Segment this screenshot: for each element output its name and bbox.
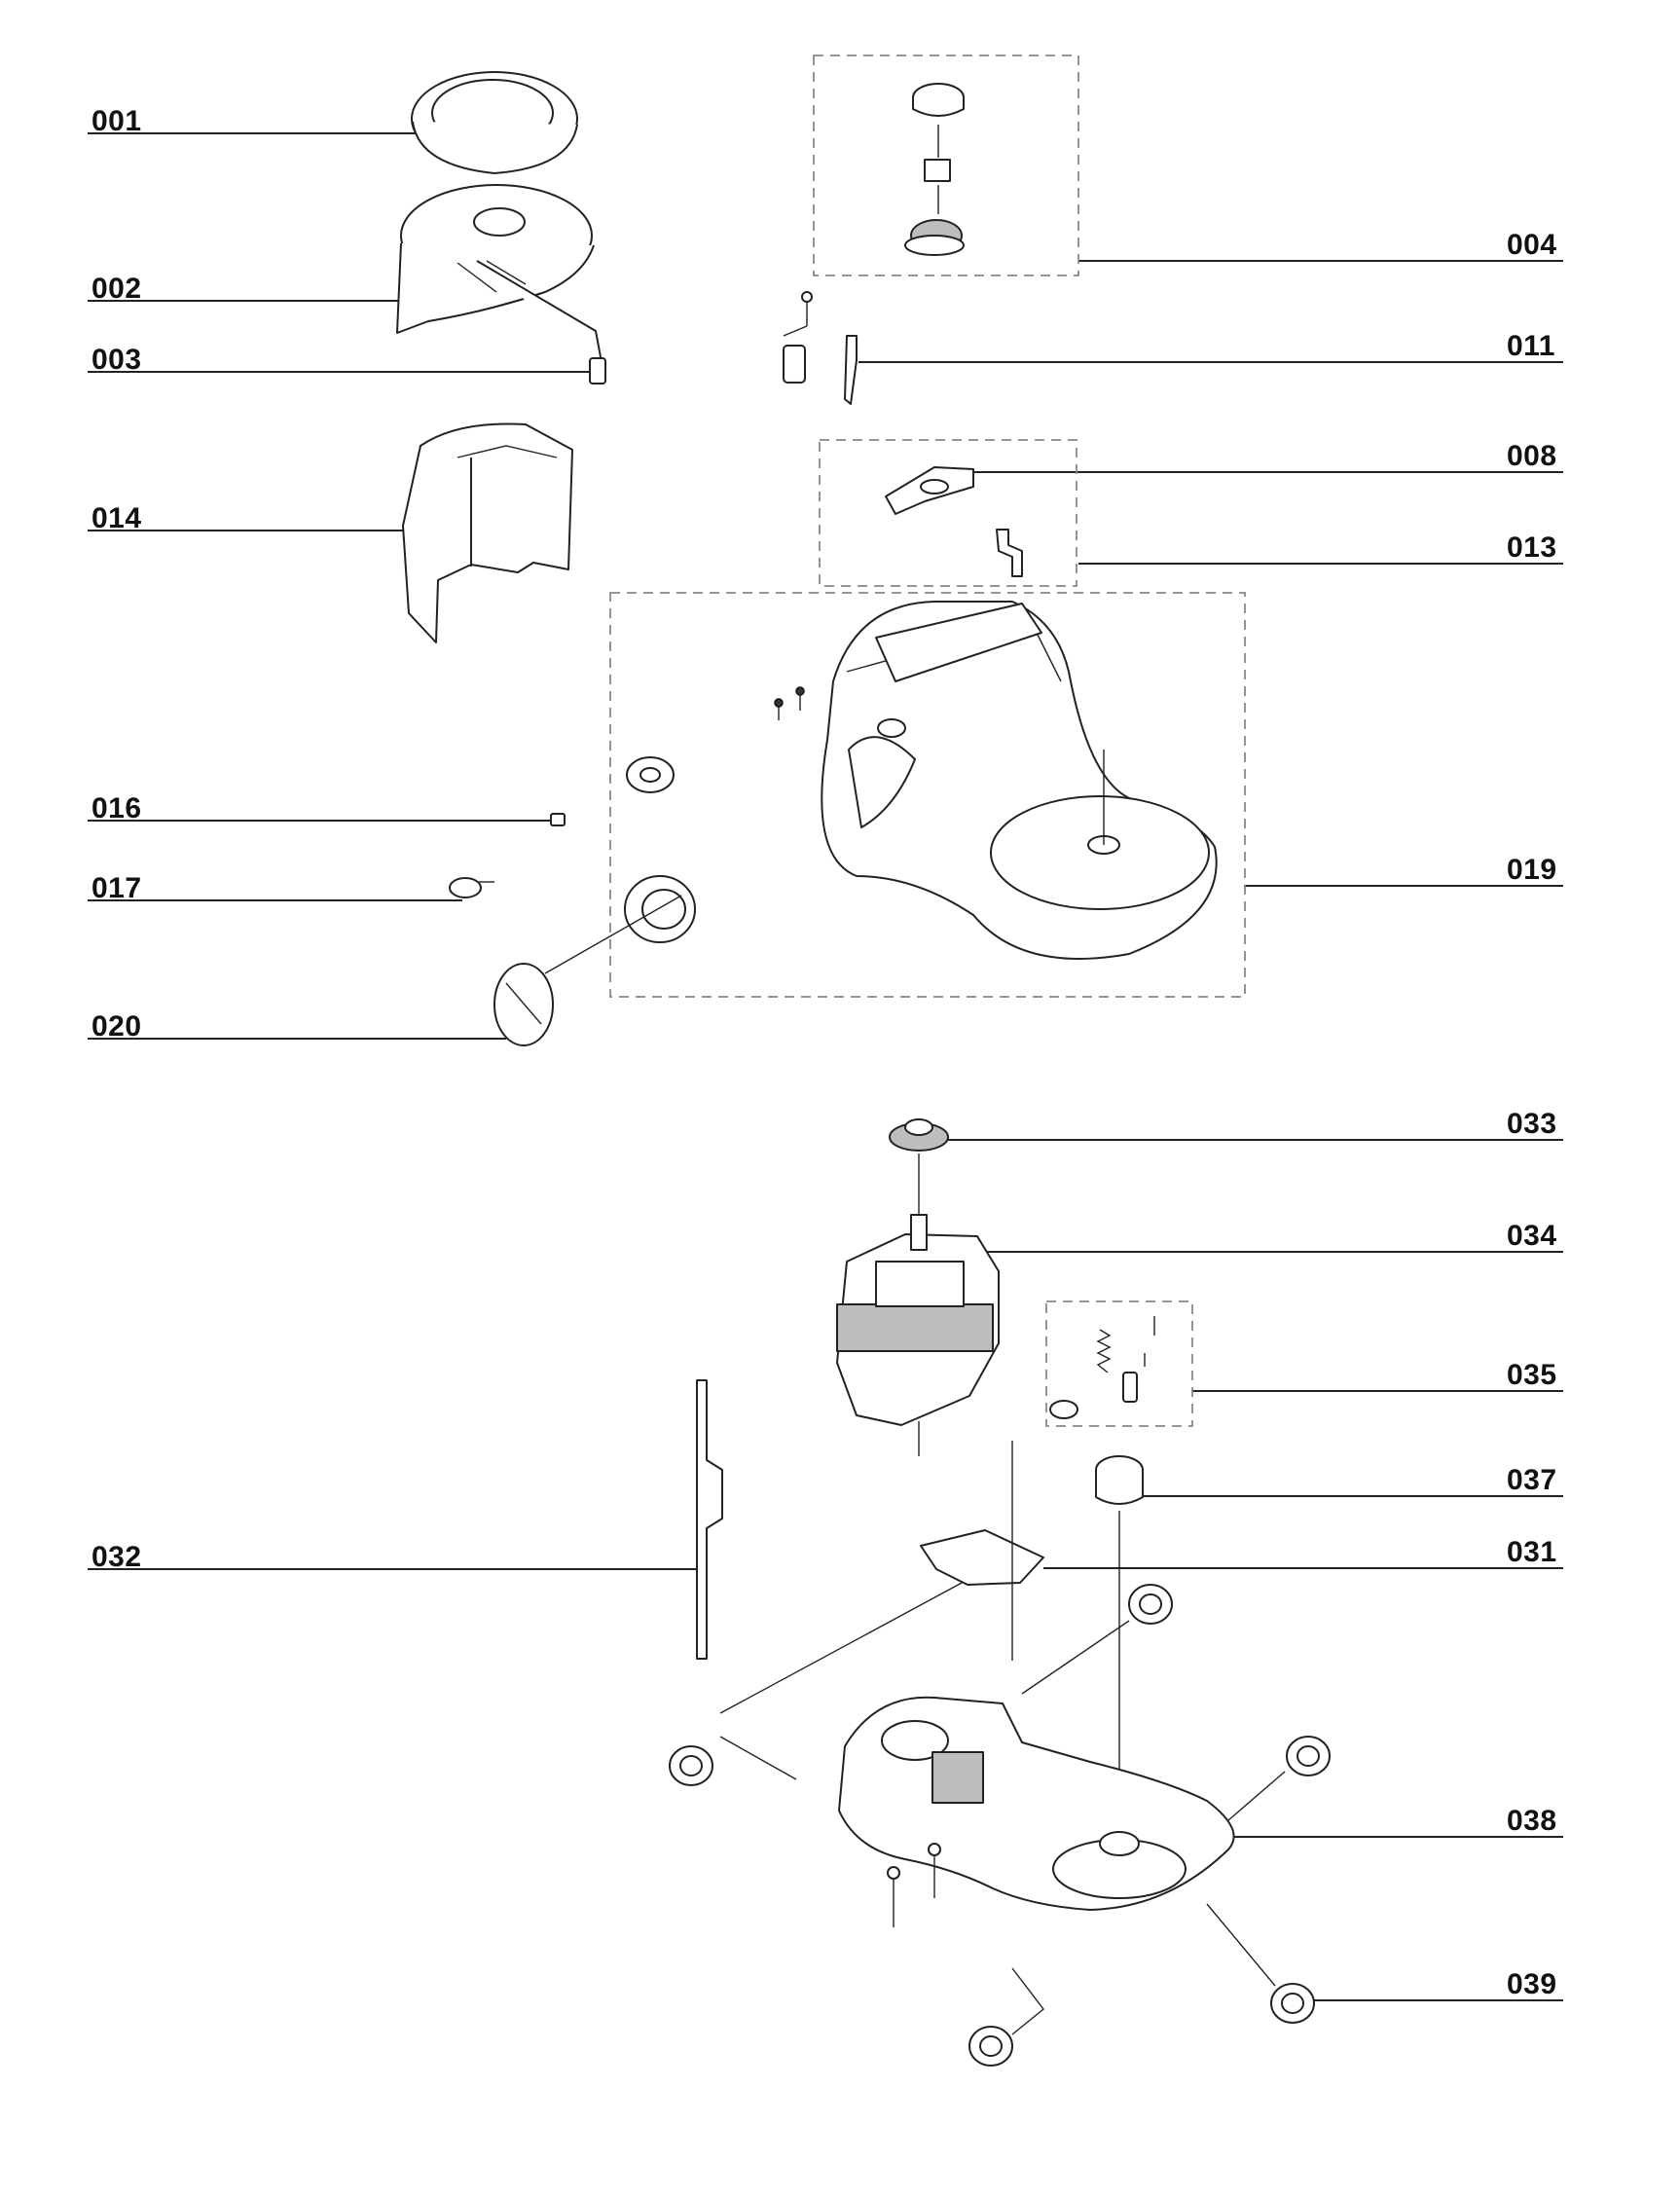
- callout-label-013: 013: [1507, 531, 1557, 564]
- base-screws: [887, 1843, 941, 1927]
- group-boxes: [609, 55, 1246, 1427]
- base-part-038: [838, 1696, 1235, 1911]
- knob-part-020: [493, 963, 554, 1046]
- ring-part: [544, 875, 696, 974]
- feet-part-039: [669, 1584, 1331, 2067]
- lever-part-008: [885, 466, 974, 515]
- switch-group-004: [904, 83, 965, 256]
- callout-label-014: 014: [91, 502, 142, 534]
- callout-label-034: 034: [1507, 1220, 1557, 1252]
- callout-label-038: 038: [1507, 1805, 1557, 1837]
- group-box-019: [609, 592, 1246, 998]
- group-box-035: [1045, 1300, 1193, 1427]
- nut-part-016: [550, 813, 566, 826]
- callout-label-032: 032: [91, 1541, 142, 1573]
- spring-group-035: [1049, 1316, 1155, 1419]
- callout-label-001: 001: [91, 105, 142, 137]
- callout-label-017: 017: [91, 872, 142, 904]
- group-box-004: [813, 55, 1079, 276]
- lid-part-001: [411, 71, 578, 174]
- motor-part-034: [836, 1214, 1000, 1456]
- connector-part-003: [589, 357, 606, 384]
- bushing-part-037: [1095, 1455, 1144, 1793]
- coupler-part-033: [889, 1118, 949, 1217]
- callout-label-035: 035: [1507, 1359, 1557, 1391]
- callout-label-011: 011: [1507, 330, 1555, 362]
- cover-plate-part-002: [396, 184, 603, 363]
- callout-label-004: 004: [1507, 229, 1557, 261]
- plate-part-031: [920, 1441, 1044, 1661]
- main-housing-part-019: [821, 601, 1218, 960]
- callout-label-016: 016: [91, 792, 142, 824]
- callout-label-003: 003: [91, 344, 142, 376]
- callout-label-019: 019: [1507, 854, 1557, 886]
- side-housing-part-014: [402, 422, 573, 643]
- bracket-part-013: [996, 529, 1023, 577]
- gear-ring-part: [626, 756, 675, 793]
- callout-label-008: 008: [1507, 440, 1557, 472]
- housing-screws: [774, 686, 805, 720]
- callout-label-020: 020: [91, 1010, 142, 1043]
- leader-lines: [88, 132, 1563, 2001]
- callout-label-031: 031: [1507, 1536, 1557, 1568]
- callout-label-033: 033: [1507, 1108, 1557, 1140]
- group-box-008-013: [819, 439, 1077, 587]
- screw-clip-part-011: [783, 291, 858, 405]
- callout-label-037: 037: [1507, 1464, 1557, 1496]
- callout-label-039: 039: [1507, 1968, 1557, 2000]
- callout-label-002: 002: [91, 273, 142, 305]
- light-part-017: [449, 877, 494, 898]
